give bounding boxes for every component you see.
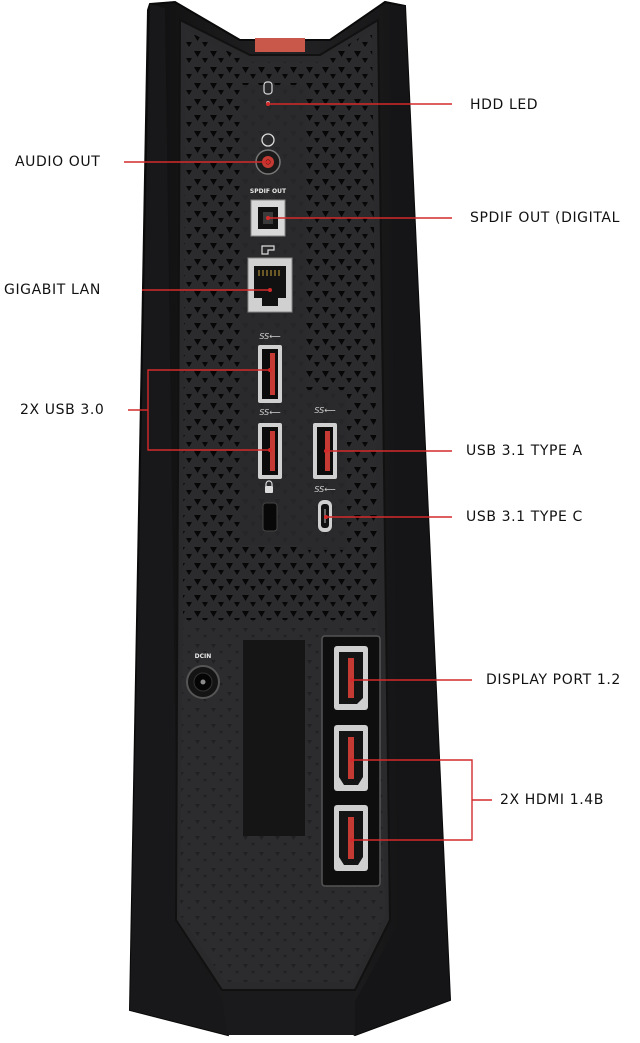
label-gigabit-lan: GIGABIT LAN xyxy=(4,282,101,298)
label-usb30: 2X USB 3.0 xyxy=(20,402,105,418)
spdif-marking: SPDIF OUT xyxy=(250,188,287,195)
hdmi-port-2 xyxy=(334,805,368,871)
callout-lines xyxy=(124,103,492,841)
callout-dots xyxy=(266,102,354,842)
label-spdif-out: SPDIF OUT (DIGITAL xyxy=(470,210,621,226)
usb30-port-1: SS⟵ xyxy=(258,332,282,403)
lan-port xyxy=(247,245,293,313)
label-hdd-led: HDD LED xyxy=(470,97,539,113)
vent-grille xyxy=(243,640,305,836)
label-usb31c: USB 3.1 TYPE C xyxy=(466,509,583,525)
label-display-port: DISPLAY PORT 1.2 xyxy=(486,672,621,688)
label-usb31a: USB 3.1 TYPE A xyxy=(466,443,583,459)
top-accent xyxy=(255,38,305,52)
dcin-marking: DCIN xyxy=(195,653,212,660)
dc-in-port: DCIN xyxy=(186,653,220,699)
svg-text:SS⟵: SS⟵ xyxy=(314,485,336,494)
svg-text:SS⟵: SS⟵ xyxy=(314,406,336,415)
svg-text:SS⟵: SS⟵ xyxy=(259,332,281,341)
display-port xyxy=(334,646,368,710)
label-audio-out: AUDIO OUT xyxy=(15,154,101,170)
lock-slot xyxy=(262,480,278,532)
hdmi-port-1 xyxy=(334,725,368,791)
svg-text:SS⟵: SS⟵ xyxy=(259,408,281,417)
label-hdmi: 2X HDMI 1.4B xyxy=(500,792,604,808)
